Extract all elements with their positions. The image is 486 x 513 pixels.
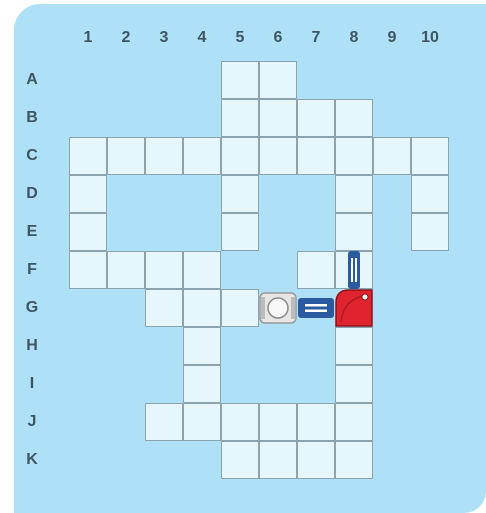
robot-piece[interactable] [259, 289, 297, 327]
grid-cell-c3[interactable] [145, 137, 183, 175]
grid-cell-c9[interactable] [373, 137, 411, 175]
grid-cell-k5[interactable] [221, 441, 259, 479]
grid-cell-b5[interactable] [221, 99, 259, 137]
grid-cell-e1[interactable] [69, 213, 107, 251]
grid-cell-d1[interactable] [69, 175, 107, 213]
grid-cell-h4[interactable] [183, 327, 221, 365]
grid-cell-g5[interactable] [221, 289, 259, 327]
column-label-8: 8 [335, 28, 373, 48]
row-label-f: F [22, 260, 42, 280]
grid-cell-f1[interactable] [69, 251, 107, 289]
grid-cell-j4[interactable] [183, 403, 221, 441]
grid-cell-e8[interactable] [335, 213, 373, 251]
column-label-3: 3 [145, 28, 183, 48]
row-label-d: D [22, 184, 42, 204]
grid-cell-a6[interactable] [259, 61, 297, 99]
grid-cell-j3[interactable] [145, 403, 183, 441]
row-label-h: H [22, 336, 42, 356]
column-label-5: 5 [221, 28, 259, 48]
row-label-c: C [22, 146, 42, 166]
column-label-7: 7 [297, 28, 335, 48]
grid-cell-j8[interactable] [335, 403, 373, 441]
grid-cell-g3[interactable] [145, 289, 183, 327]
row-label-g: G [22, 298, 42, 318]
grid-cell-c7[interactable] [297, 137, 335, 175]
corner-block-piece[interactable] [335, 289, 373, 327]
grid-cell-i8[interactable] [335, 365, 373, 403]
grid-cell-c4[interactable] [183, 137, 221, 175]
row-label-b: B [22, 108, 42, 128]
grid-cell-i4[interactable] [183, 365, 221, 403]
column-label-4: 4 [183, 28, 221, 48]
grid-cell-h8[interactable] [335, 327, 373, 365]
grid-cell-d10[interactable] [411, 175, 449, 213]
grid-cell-c6[interactable] [259, 137, 297, 175]
grid-cell-c1[interactable] [69, 137, 107, 175]
connector-piece-vertical[interactable] [335, 251, 373, 289]
grid-cell-g4[interactable] [183, 289, 221, 327]
grid-cell-b6[interactable] [259, 99, 297, 137]
grid-cell-j5[interactable] [221, 403, 259, 441]
grid-cell-j7[interactable] [297, 403, 335, 441]
row-label-a: A [22, 70, 42, 90]
grid-cell-c2[interactable] [107, 137, 145, 175]
row-label-j: J [22, 412, 42, 432]
grid-cell-c10[interactable] [411, 137, 449, 175]
grid-cell-a5[interactable] [221, 61, 259, 99]
column-label-10: 10 [411, 28, 449, 48]
grid-cell-j6[interactable] [259, 403, 297, 441]
row-label-k: K [22, 450, 42, 470]
grid-cell-c8[interactable] [335, 137, 373, 175]
column-label-6: 6 [259, 28, 297, 48]
row-label-e: E [22, 222, 42, 242]
grid-cell-f2[interactable] [107, 251, 145, 289]
grid-cell-f3[interactable] [145, 251, 183, 289]
column-label-1: 1 [69, 28, 107, 48]
grid-cell-e5[interactable] [221, 213, 259, 251]
grid-cell-d8[interactable] [335, 175, 373, 213]
column-label-2: 2 [107, 28, 145, 48]
grid-cell-c5[interactable] [221, 137, 259, 175]
grid-cell-k6[interactable] [259, 441, 297, 479]
grid-cell-f7[interactable] [297, 251, 335, 289]
grid-cell-k8[interactable] [335, 441, 373, 479]
grid-cell-f4[interactable] [183, 251, 221, 289]
row-label-i: I [22, 374, 42, 394]
column-label-9: 9 [373, 28, 411, 48]
connector-piece-horizontal[interactable] [297, 289, 335, 327]
grid-cell-d5[interactable] [221, 175, 259, 213]
grid-cell-b7[interactable] [297, 99, 335, 137]
grid-cell-k7[interactable] [297, 441, 335, 479]
grid-cell-e10[interactable] [411, 213, 449, 251]
grid-cell-b8[interactable] [335, 99, 373, 137]
